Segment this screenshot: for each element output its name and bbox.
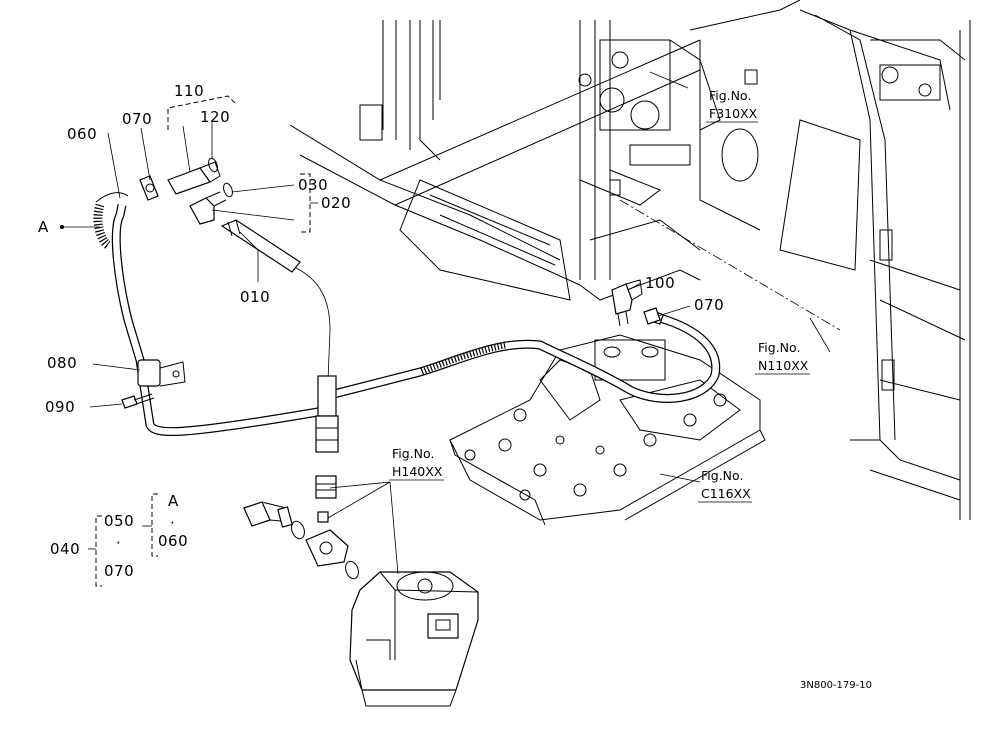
steering-hose	[328, 309, 721, 403]
callout-070-right: 070	[694, 296, 724, 314]
fittings-right	[611, 279, 661, 327]
callout-020: 020	[321, 194, 351, 212]
fittings-upper	[139, 157, 233, 225]
callout-060: 060	[67, 125, 97, 143]
fig-ref-label: Fig.No.	[701, 468, 743, 483]
callout-090: 090	[45, 398, 75, 416]
fig-ref-label: Fig.No.	[709, 88, 751, 103]
group-dot-1: ·	[116, 534, 121, 552]
drawing-code: 3N800-179-10	[800, 680, 872, 691]
fig-ref-c116: C116XX	[701, 486, 751, 501]
callout-040: 040	[50, 540, 80, 558]
callout-080: 080	[47, 354, 77, 372]
callout-070: 070	[122, 110, 152, 128]
adapter-group	[243, 501, 359, 580]
callout-a-group: A	[168, 492, 179, 510]
tractor-frame	[289, 0, 971, 520]
pipe-080	[93, 192, 331, 437]
callout-a: A	[38, 218, 49, 236]
steering-pump	[349, 571, 479, 707]
figure-references: Fig.No. F310XX Fig.No. N110XX Fig.No. H1…	[389, 88, 810, 503]
callout-070-group: 070	[104, 562, 134, 580]
callouts: 060 070 110 120 030 020 A 010 080 090 10…	[38, 82, 724, 580]
callout-120: 120	[200, 108, 230, 126]
callout-010: 010	[240, 288, 270, 306]
fig-ref-f310: F310XX	[709, 106, 758, 121]
fig-ref-label: Fig.No.	[392, 446, 434, 461]
group-dot-2: ·	[170, 514, 175, 532]
leader-lines	[60, 71, 831, 575]
callout-110: 110	[174, 82, 204, 100]
callout-050: 050	[104, 512, 134, 530]
fig-ref-n110: N110XX	[758, 358, 809, 373]
fig-ref-label: Fig.No.	[758, 340, 800, 355]
callout-100: 100	[645, 274, 675, 292]
group-brackets	[88, 95, 318, 587]
valve-plate	[449, 334, 766, 526]
callout-060-group: 060	[158, 532, 188, 550]
pipe-010	[220, 219, 339, 499]
callout-030: 030	[298, 176, 328, 194]
fig-ref-h140: H140XX	[392, 464, 443, 479]
